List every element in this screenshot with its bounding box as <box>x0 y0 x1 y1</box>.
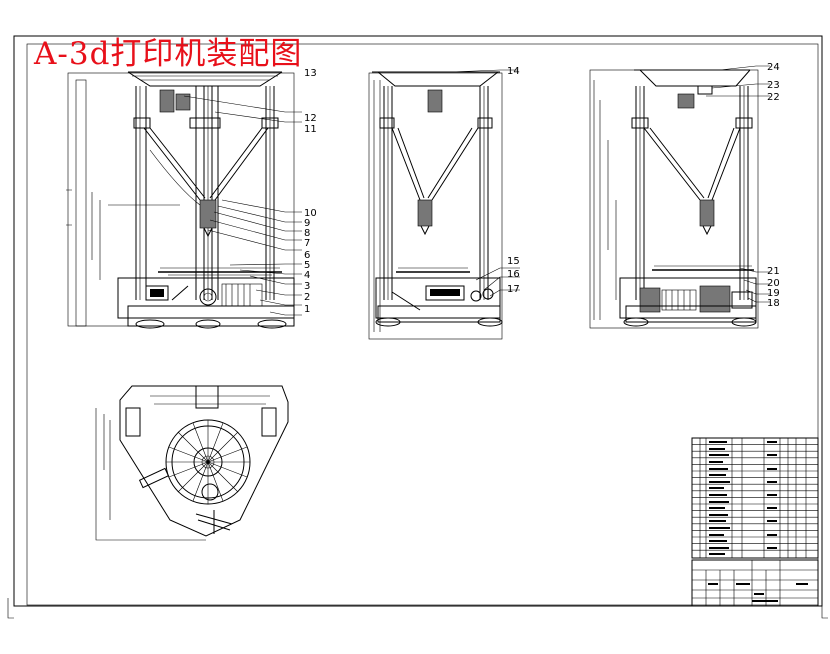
side-view <box>368 69 520 340</box>
callout-15: 15 <box>507 256 520 267</box>
callout-21: 21 <box>767 266 780 277</box>
callout-22: 22 <box>767 92 780 103</box>
callout-14: 14 <box>507 66 520 77</box>
callout-19: 19 <box>767 288 780 299</box>
plan-view <box>95 385 289 541</box>
rear-view <box>589 65 770 329</box>
callout-24: 24 <box>767 62 780 73</box>
callout-1: 1 <box>304 304 310 315</box>
callout-2: 2 <box>304 292 310 303</box>
drawing-title: A-3d打印机装配图 <box>34 36 303 72</box>
callout-13: 13 <box>304 68 317 79</box>
callout-7: 7 <box>304 238 310 249</box>
outer-border <box>13 35 823 607</box>
front-view <box>66 71 302 329</box>
callout-12: 12 <box>304 113 317 124</box>
callout-8: 8 <box>304 228 310 239</box>
callout-16: 16 <box>507 269 520 280</box>
callout-6: 6 <box>304 250 310 261</box>
callout-11: 11 <box>304 124 317 135</box>
callout-3: 3 <box>304 281 310 292</box>
callout-20: 20 <box>767 278 780 289</box>
callout-17: 17 <box>507 284 520 295</box>
title-block <box>691 559 819 607</box>
callout-5: 5 <box>304 260 310 271</box>
corner-mark-right <box>821 598 828 619</box>
bill-of-materials-table <box>691 437 819 559</box>
inner-border <box>26 43 819 606</box>
callout-10: 10 <box>304 208 317 219</box>
callout-4: 4 <box>304 270 310 281</box>
callout-9: 9 <box>304 218 310 229</box>
callout-23: 23 <box>767 80 780 91</box>
corner-mark-left <box>7 598 14 619</box>
callout-18: 18 <box>767 298 780 309</box>
callout-numbers: 13 12 11 10 9 8 7 6 5 4 3 2 1 14 15 16 1… <box>304 62 780 315</box>
